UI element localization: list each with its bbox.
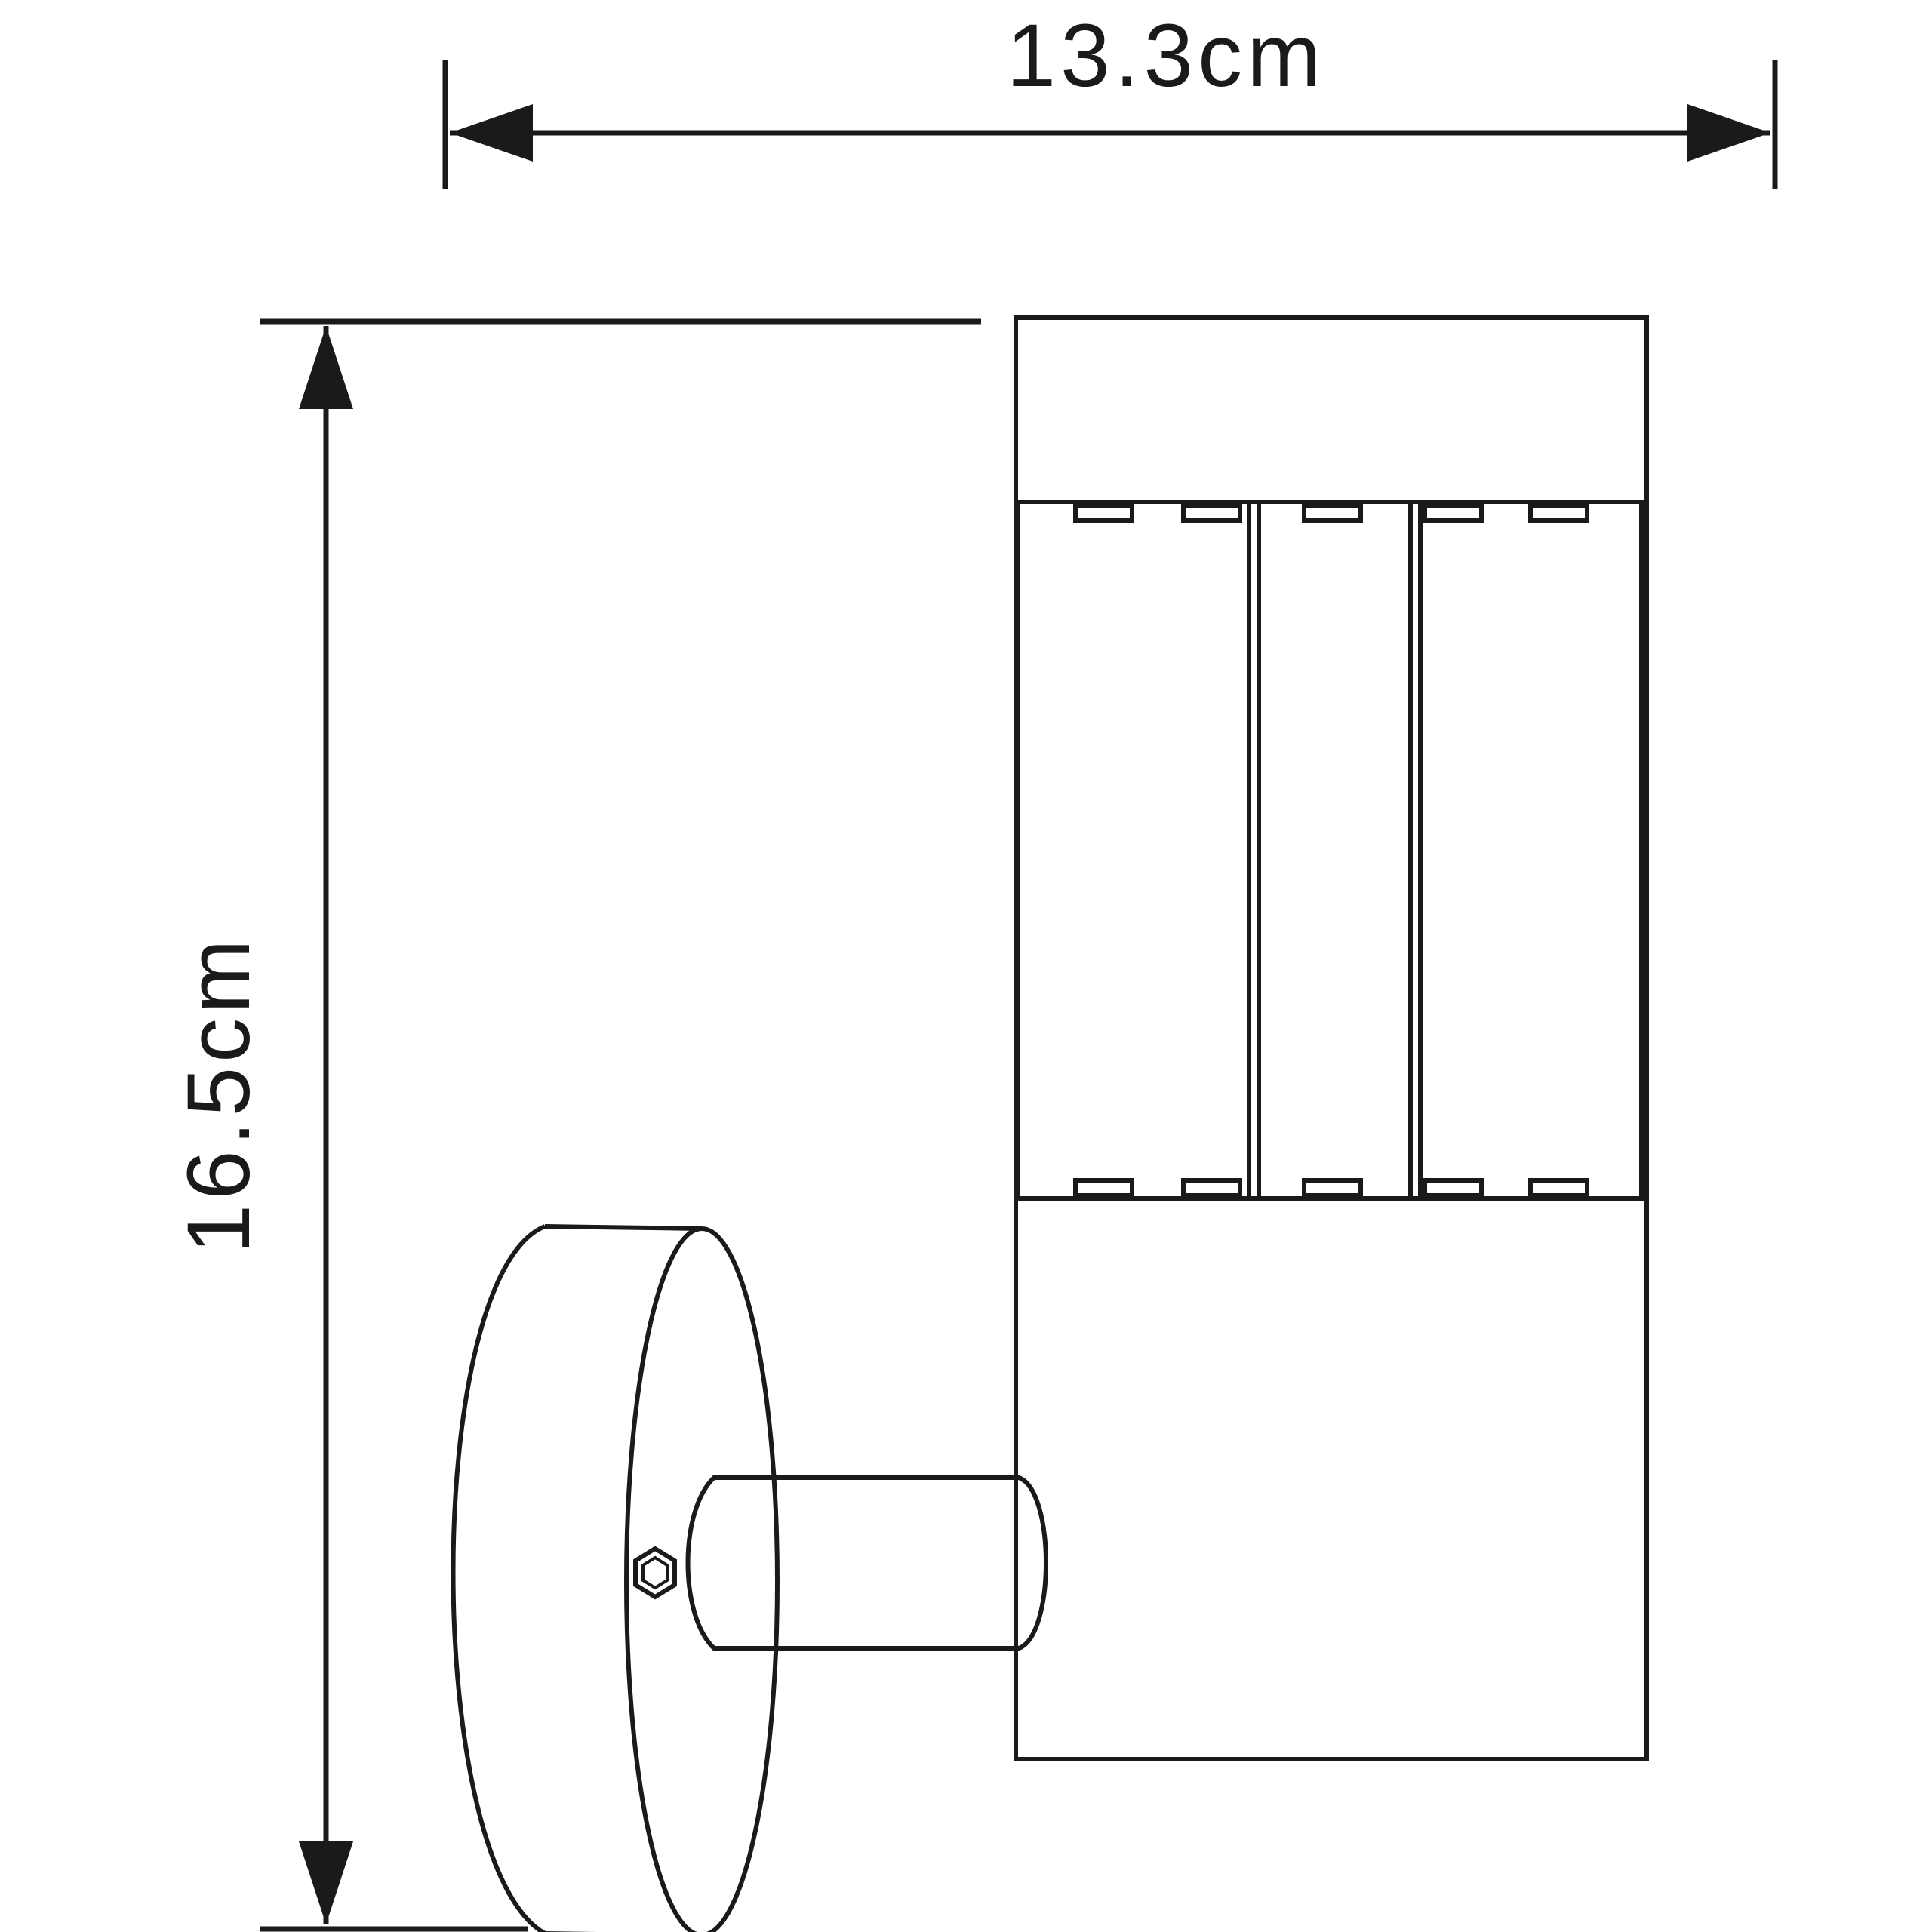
glass-clip [1073, 503, 1134, 523]
hex-nut-inner [641, 1555, 669, 1590]
glass-clip [1423, 503, 1484, 523]
width-arrow-right [1687, 104, 1770, 162]
glass-clip [1528, 1178, 1589, 1198]
height-label: 16.5cm [169, 935, 269, 1254]
hex-nut-outline [633, 1546, 677, 1600]
glass-clip [1423, 1178, 1484, 1198]
arm-body [685, 1475, 1048, 1651]
glass-clip [1181, 1178, 1242, 1198]
hex-nut [633, 1546, 677, 1600]
height-arrow-bottom [299, 1841, 353, 1924]
plate-front-face [624, 1226, 780, 1932]
height-arrow-top [299, 326, 353, 409]
width-label: 13.3cm [1007, 6, 1326, 106]
height-dimension: 16.5cm [169, 318, 981, 1932]
wall-mount-plate [451, 1224, 780, 1932]
plate-back-edge [451, 1224, 546, 1932]
plate-top-edge [544, 1224, 703, 1231]
housing-outline [1014, 315, 1649, 1761]
mounting-arm [685, 1475, 1048, 1651]
glass-clip [1528, 503, 1589, 523]
width-arrow-left [450, 104, 533, 162]
glass-clip [1302, 1178, 1363, 1198]
glass-clip [1302, 503, 1363, 523]
width-dimension: 13.3cm [442, 6, 1778, 189]
glass-clip [1181, 503, 1242, 523]
glass-clip [1073, 1178, 1134, 1198]
lamp-housing [1014, 315, 1649, 1761]
